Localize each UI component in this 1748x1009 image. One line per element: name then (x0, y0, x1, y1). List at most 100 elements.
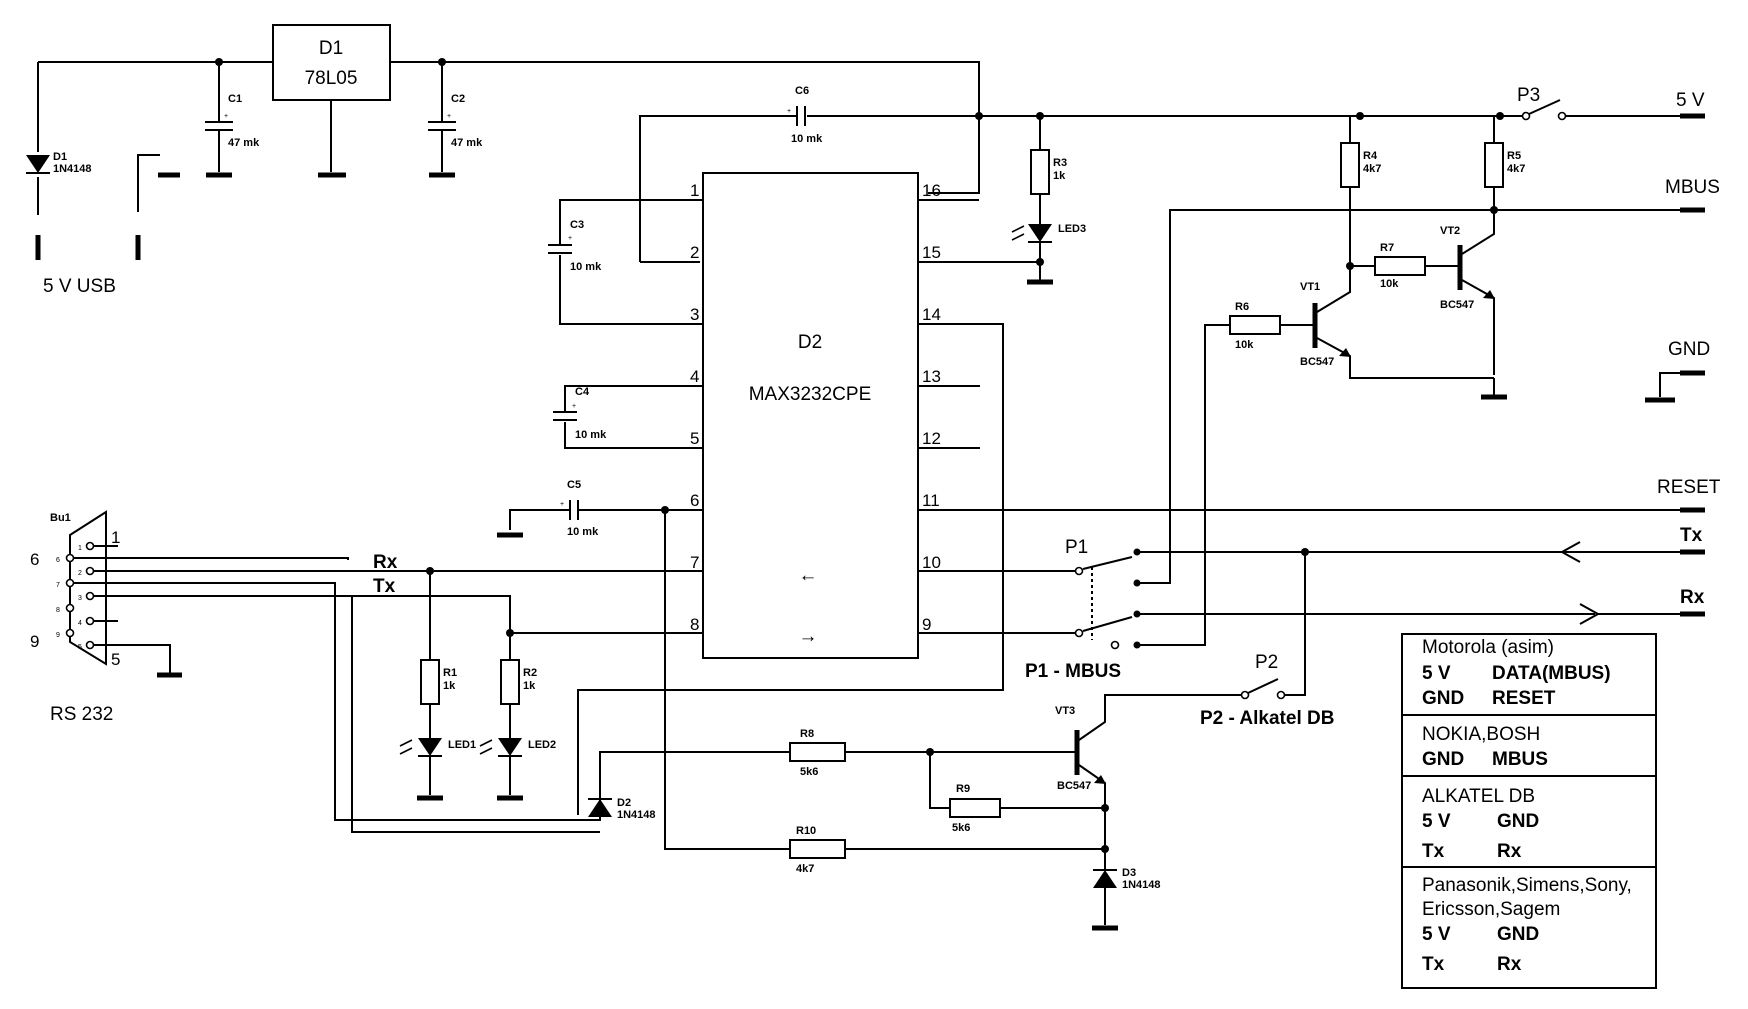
ic-arrow-left: ← (799, 565, 818, 586)
ic-body (702, 172, 919, 659)
resistor-r5 (1484, 142, 1504, 188)
legend-alkatel-rx: Rx (1497, 841, 1522, 862)
svg-text:1: 1 (78, 545, 82, 552)
p2-caption: P2 - Alkatel DB (1200, 708, 1334, 729)
pin-12: 12 (922, 429, 941, 448)
bu1-label: Bu1 (50, 512, 71, 524)
resistor-r10 (789, 839, 846, 859)
connector-name: RS 232 (50, 704, 113, 725)
c5-value: 10 mk (567, 526, 599, 538)
legend-nokia-gnd: GND (1422, 749, 1464, 770)
pin-16: 16 (922, 181, 941, 200)
r2-ref: R2 (523, 667, 537, 679)
p3-label: P3 (1517, 85, 1540, 106)
diode-d3 (1093, 870, 1117, 888)
c2-value: 47 mk (451, 137, 483, 149)
pin-14: 14 (922, 305, 941, 324)
ic-arrow-right: → (799, 626, 818, 647)
usb-label: 5 V USB (43, 276, 116, 297)
c3-ref: C3 (570, 219, 584, 231)
legend-panasonic-5v: 5 V (1422, 924, 1451, 945)
vt2-part: BC547 (1440, 299, 1474, 311)
regulator-78l05 (272, 24, 391, 101)
out-5v: 5 V (1676, 90, 1705, 111)
legend-panasonic-tx: Tx (1422, 954, 1445, 975)
legend-alkatel-gnd: GND (1497, 811, 1539, 832)
legend-motorola-gnd: GND (1422, 688, 1464, 709)
svg-text:2: 2 (78, 570, 82, 577)
resistor-r4 (1340, 142, 1360, 188)
r6-value: 10k (1235, 339, 1254, 351)
r10-value: 4k7 (796, 863, 814, 875)
legend-motorola-data: DATA(MBUS) (1492, 663, 1611, 684)
legend-panasonic-title-2: Ericsson,Sagem (1422, 899, 1560, 920)
svg-text:8: 8 (56, 607, 60, 614)
legend-panasonic-gnd: GND (1497, 924, 1539, 945)
out-tx: Tx (1680, 525, 1703, 546)
out-reset: RESET (1657, 477, 1721, 498)
c6-value: 10 mk (791, 133, 823, 145)
led2 (498, 738, 522, 756)
led3 (1028, 224, 1052, 242)
legend-alkatel-title: ALKATEL DB (1422, 786, 1535, 807)
p2-label: P2 (1255, 652, 1278, 673)
pin-9: 9 (922, 615, 931, 634)
legend-motorola-title: Motorola (asim) (1422, 637, 1554, 658)
led1 (418, 738, 442, 756)
diode-d2 (588, 799, 612, 817)
vt3-ref: VT3 (1055, 705, 1075, 717)
r2-value: 1k (523, 680, 536, 692)
svg-text:+: + (572, 403, 576, 410)
out-mbus: MBUS (1665, 177, 1720, 198)
mbus-driver: R6 10k VT1 BC547 R4 4k7 R7 10k VT2 BC547 (1229, 116, 1720, 400)
db9-pin5: 5 (111, 650, 120, 669)
c1-ref: C1 (228, 93, 242, 105)
pin-10: 10 (922, 553, 941, 572)
power-supply: D1 78L05 D1 1N4148 5 V USB + C1 47 mk + … (26, 24, 980, 297)
vt3-part: BC547 (1057, 780, 1091, 792)
led1-label: LED1 (448, 739, 476, 751)
p1-label: P1 (1065, 537, 1088, 558)
charge-pump-caps: + C3 10 mk + C4 10 mk + C5 10 mk (497, 199, 790, 850)
r5-value: 4k7 (1507, 163, 1525, 175)
legend-panasonic-rx: Rx (1497, 954, 1522, 975)
regulator-part: 78L05 (305, 68, 358, 89)
tx-label: Tx (373, 576, 396, 597)
r1-ref: R1 (443, 667, 457, 679)
out-rx: Rx (1680, 587, 1705, 608)
vt2-ref: VT2 (1440, 225, 1460, 237)
db9-pin9: 9 (30, 632, 39, 651)
r3-ref: R3 (1053, 157, 1067, 169)
pin-1: 1 (690, 181, 699, 200)
resistor-r7 (1374, 256, 1426, 276)
svg-text:5: 5 (78, 644, 82, 651)
r7-ref: R7 (1380, 242, 1394, 254)
pin-11: 11 (922, 491, 940, 510)
db9-pin6: 6 (30, 550, 39, 569)
pin-4: 4 (690, 367, 699, 386)
vt1-part: BC547 (1300, 356, 1334, 368)
legend-alkatel-tx: Tx (1422, 841, 1445, 862)
vt1-ref: VT1 (1300, 281, 1320, 293)
r5-ref: R5 (1507, 150, 1521, 162)
regulator-ref: D1 (319, 38, 343, 59)
r7-value: 10k (1380, 278, 1399, 290)
p1-caption: P1 - MBUS (1025, 661, 1121, 682)
svg-text:+: + (224, 113, 228, 120)
pin-3: 3 (690, 305, 699, 324)
diode-d2-group: D2 1N4148 (588, 751, 790, 821)
d1-part: 1N4148 (53, 163, 92, 175)
led3-indicator: R3 1k LED3 (1011, 116, 1086, 285)
pin-7: 7 (690, 553, 699, 572)
resistor-r1 (420, 659, 440, 705)
r4-ref: R4 (1363, 150, 1378, 162)
alkatel-driver: R8 5k6 R9 5k6 R10 4k7 VT3 BC547 D3 1N414… (789, 694, 1245, 931)
legend-nokia-mbus: MBUS (1492, 749, 1548, 770)
p1-switch: P1 P1 - MBUS Tx Rx (918, 207, 1705, 682)
led3-label: LED3 (1058, 223, 1086, 235)
legend-alkatel-5v: 5 V (1422, 811, 1451, 832)
c6-ref: C6 (795, 85, 809, 97)
d1-ref: D1 (53, 151, 67, 163)
diode-d1 (26, 155, 50, 173)
c4-ref: C4 (575, 386, 590, 398)
